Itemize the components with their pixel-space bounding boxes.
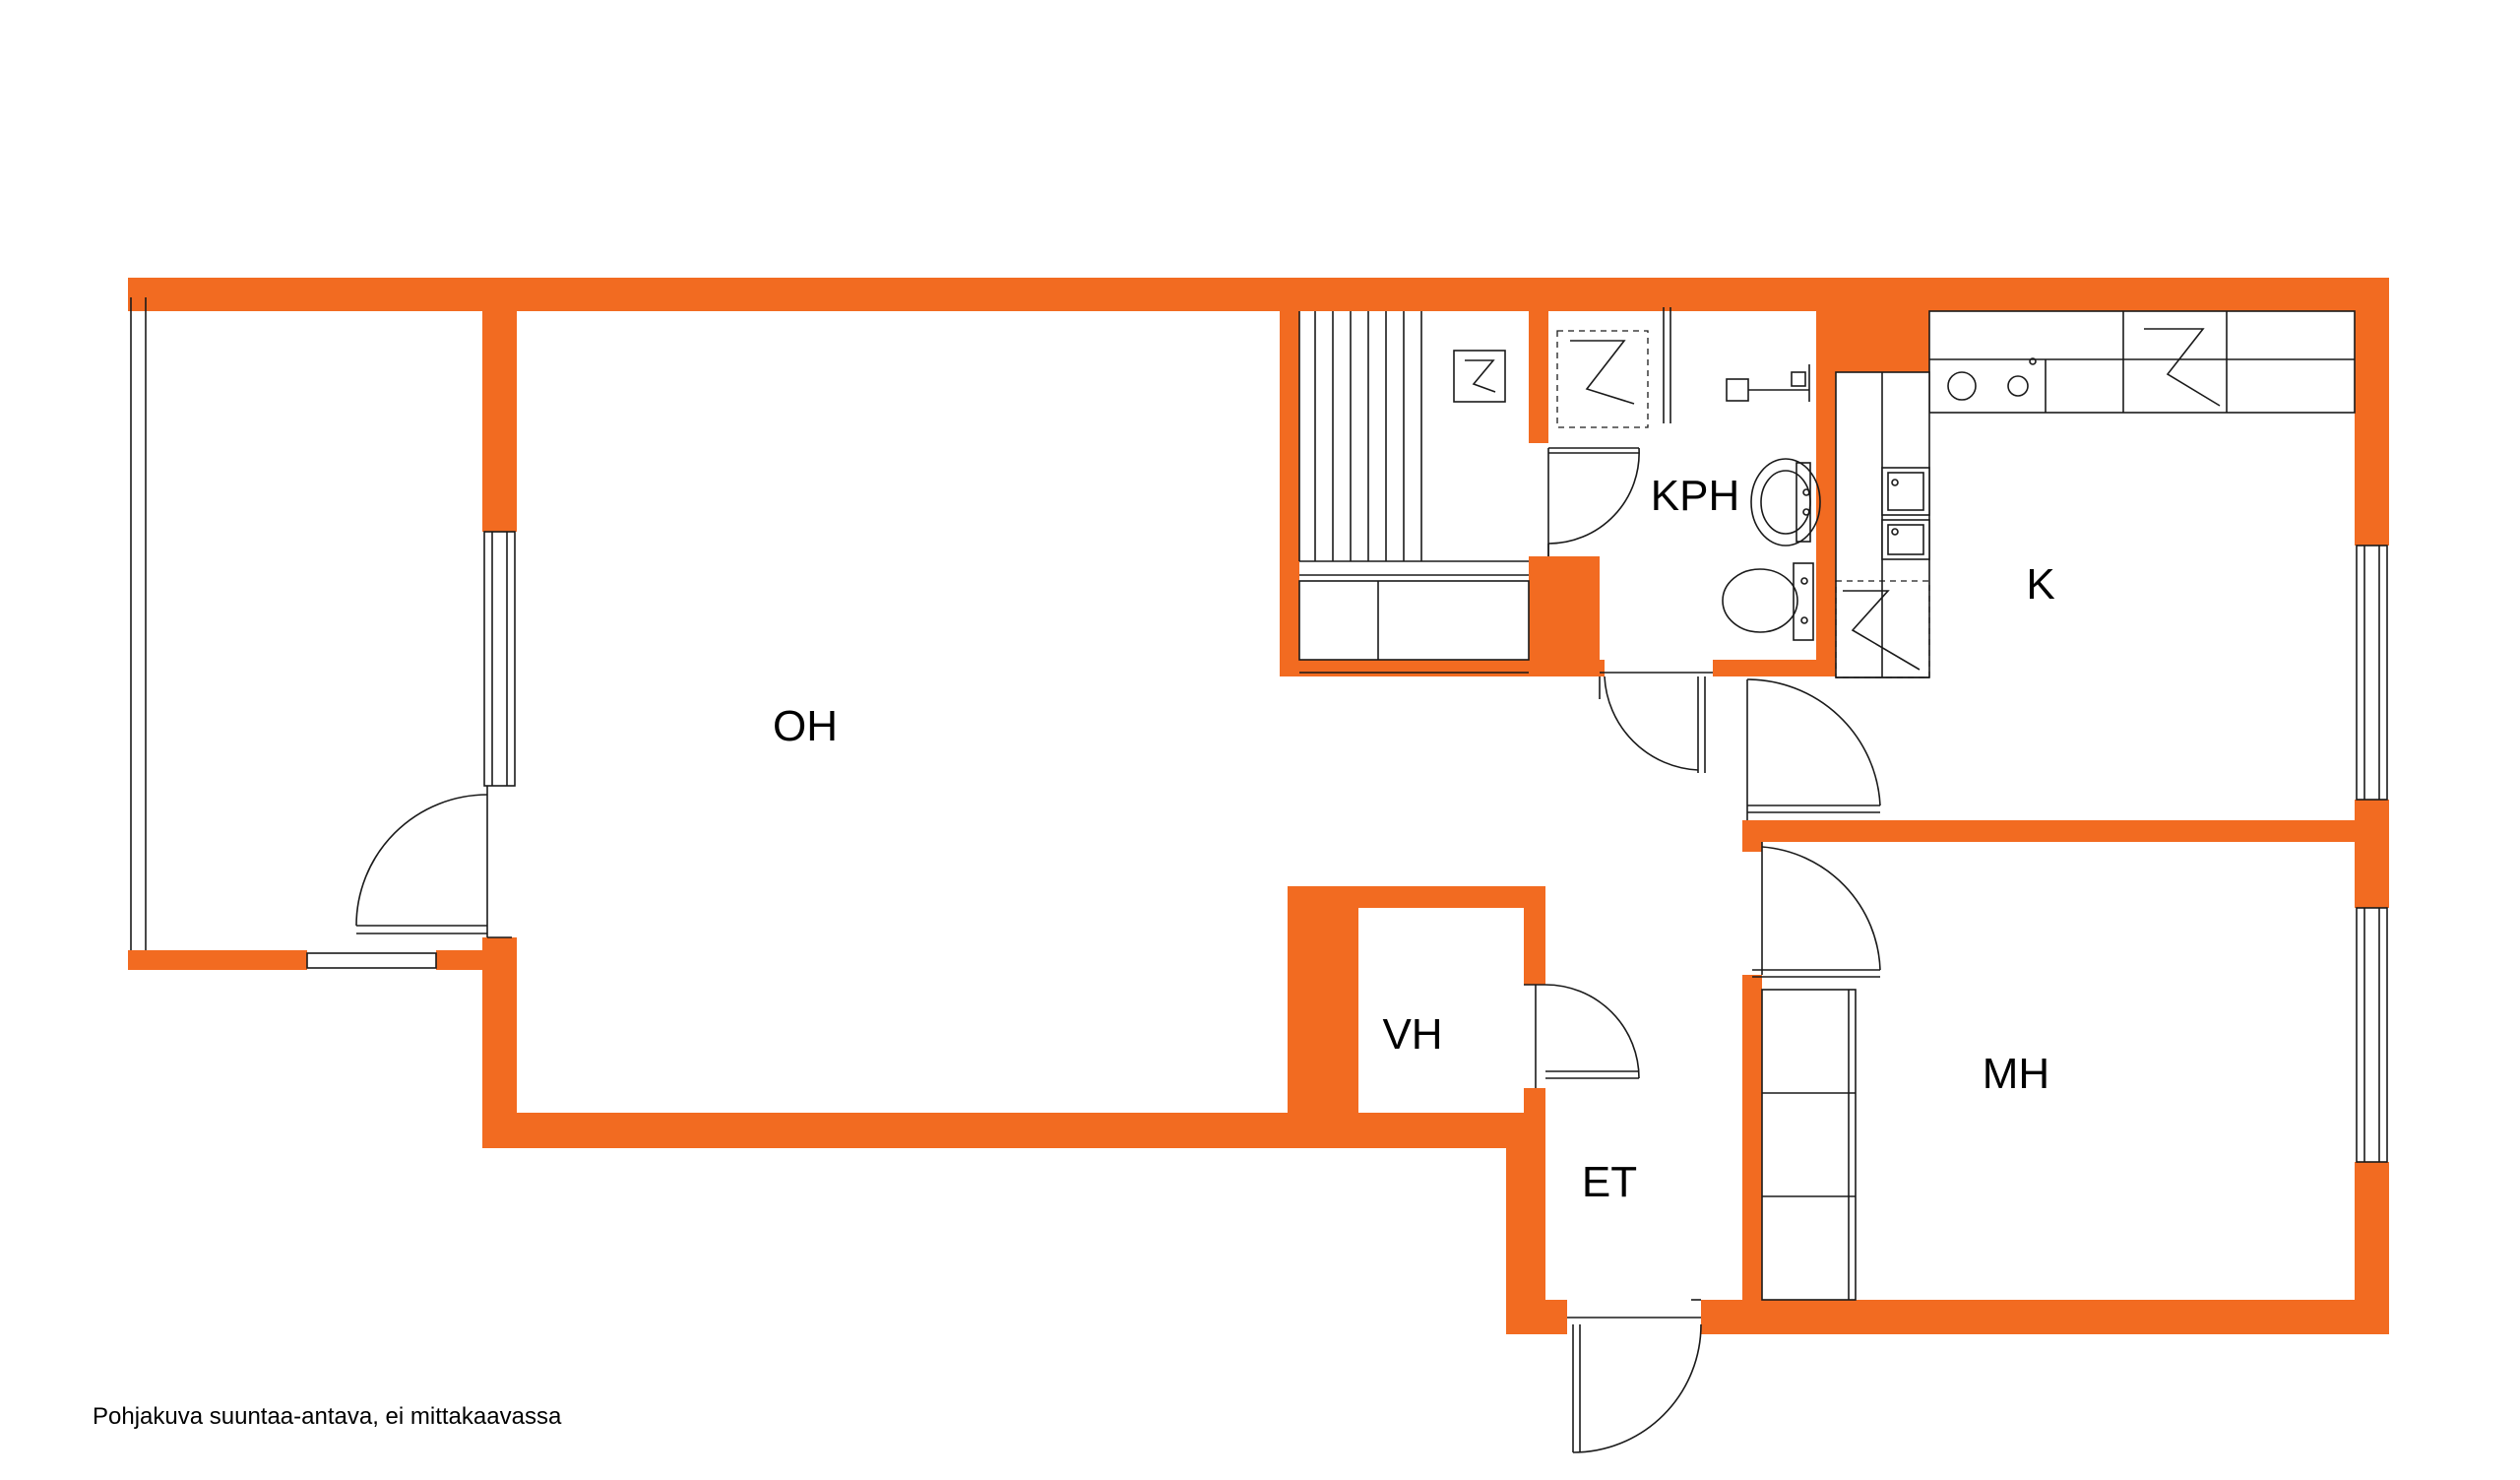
bedroom-window bbox=[2356, 907, 2388, 1163]
walls bbox=[128, 278, 2389, 1334]
kitchen-sink-icon bbox=[1881, 467, 1930, 516]
kitchen-door-swing bbox=[1746, 678, 1881, 806]
sauna-wall-left bbox=[1280, 278, 1299, 676]
bedroom-wardrobe bbox=[1761, 989, 1857, 1301]
room-labels: OH KPH K VH MH ET bbox=[773, 472, 2055, 1206]
closet-door-swing bbox=[1544, 984, 1640, 1079]
closet-wall-right bbox=[1524, 886, 1545, 985]
kitchen-top-counter bbox=[1928, 310, 2356, 414]
bedroom bbox=[1752, 842, 2388, 1301]
sauna-storage-cabinet bbox=[1298, 580, 1530, 661]
bedroom-door-swing bbox=[1761, 846, 1881, 971]
balcony-wall-left-stub bbox=[128, 278, 146, 297]
toilet-icon bbox=[1722, 568, 1798, 633]
stove-burner-icon bbox=[2007, 375, 2029, 397]
entrance-hall bbox=[1567, 1299, 1702, 1453]
dishwasher-area bbox=[1835, 580, 1930, 678]
walk-in-closet bbox=[1524, 984, 1640, 1088]
bathroom-door-swing bbox=[1547, 447, 1640, 545]
exterior-wall-right-bottom bbox=[2355, 1162, 2389, 1334]
exterior-wall-right-top bbox=[2355, 278, 2389, 546]
shower-valve-icon bbox=[1791, 371, 1806, 387]
exterior-wall-top bbox=[128, 278, 2389, 311]
balcony-wall-bottom-left bbox=[128, 950, 307, 970]
kitchen bbox=[1746, 310, 2388, 820]
balcony-wall-bottom-right bbox=[436, 950, 482, 970]
kitchen-window bbox=[2356, 545, 2388, 801]
exterior-wall-right-mid bbox=[2355, 800, 2389, 908]
label-kitchen: K bbox=[2026, 560, 2054, 609]
balcony bbox=[130, 297, 516, 969]
bath-wall-bottom-right bbox=[1713, 660, 1816, 676]
shaft-block bbox=[1816, 278, 1929, 372]
entrance-wall-bottom-left bbox=[1506, 1300, 1567, 1334]
label-bedroom: MH bbox=[1983, 1050, 2049, 1098]
closet-wall-left bbox=[1288, 886, 1358, 1113]
toilet-room-door-swing bbox=[1604, 676, 1699, 771]
sink-icon bbox=[1750, 458, 1821, 547]
hallway-door-to-bath bbox=[1599, 676, 1706, 773]
bedroom-wall-left bbox=[1742, 975, 1762, 1334]
living-room-balcony-window bbox=[483, 531, 516, 787]
stove-burner-icon bbox=[1947, 371, 1977, 401]
front-door-swing bbox=[1572, 1323, 1702, 1453]
balcony-opening bbox=[306, 952, 437, 969]
sauna bbox=[1298, 311, 1530, 674]
exterior-wall-bottom bbox=[1701, 1300, 2389, 1334]
floor-plan-disclaimer: Pohjakuva suuntaa-antava, ei mittakaavas… bbox=[93, 1403, 562, 1430]
closet-wall-top bbox=[1288, 886, 1545, 908]
living-room-wall-left-upper bbox=[482, 278, 517, 532]
bath-kitchen-wall bbox=[1816, 278, 1836, 676]
fridge-icon bbox=[2144, 328, 2221, 407]
label-living-room: OH bbox=[773, 702, 838, 750]
balcony-door-swing bbox=[355, 794, 488, 927]
kitchen-bedroom-wall bbox=[1742, 820, 2389, 842]
shower-area bbox=[1556, 330, 1649, 428]
bathroom bbox=[1547, 307, 1821, 674]
shower-head-icon bbox=[1726, 378, 1749, 402]
label-entrance-hall: ET bbox=[1582, 1158, 1637, 1206]
sauna-bath-wall bbox=[1529, 278, 1548, 443]
kitchen-bedroom-wall-stub bbox=[1742, 820, 1762, 852]
bath-pillar bbox=[1529, 556, 1600, 676]
label-walk-in-closet: VH bbox=[1382, 1010, 1442, 1059]
sauna-bench-slats bbox=[1314, 311, 1422, 561]
label-bathroom: KPH bbox=[1651, 472, 1739, 520]
living-room-wall-bottom bbox=[482, 1113, 1524, 1148]
toilet-tank bbox=[1793, 562, 1814, 641]
entrance-wall-left bbox=[1506, 1113, 1545, 1334]
